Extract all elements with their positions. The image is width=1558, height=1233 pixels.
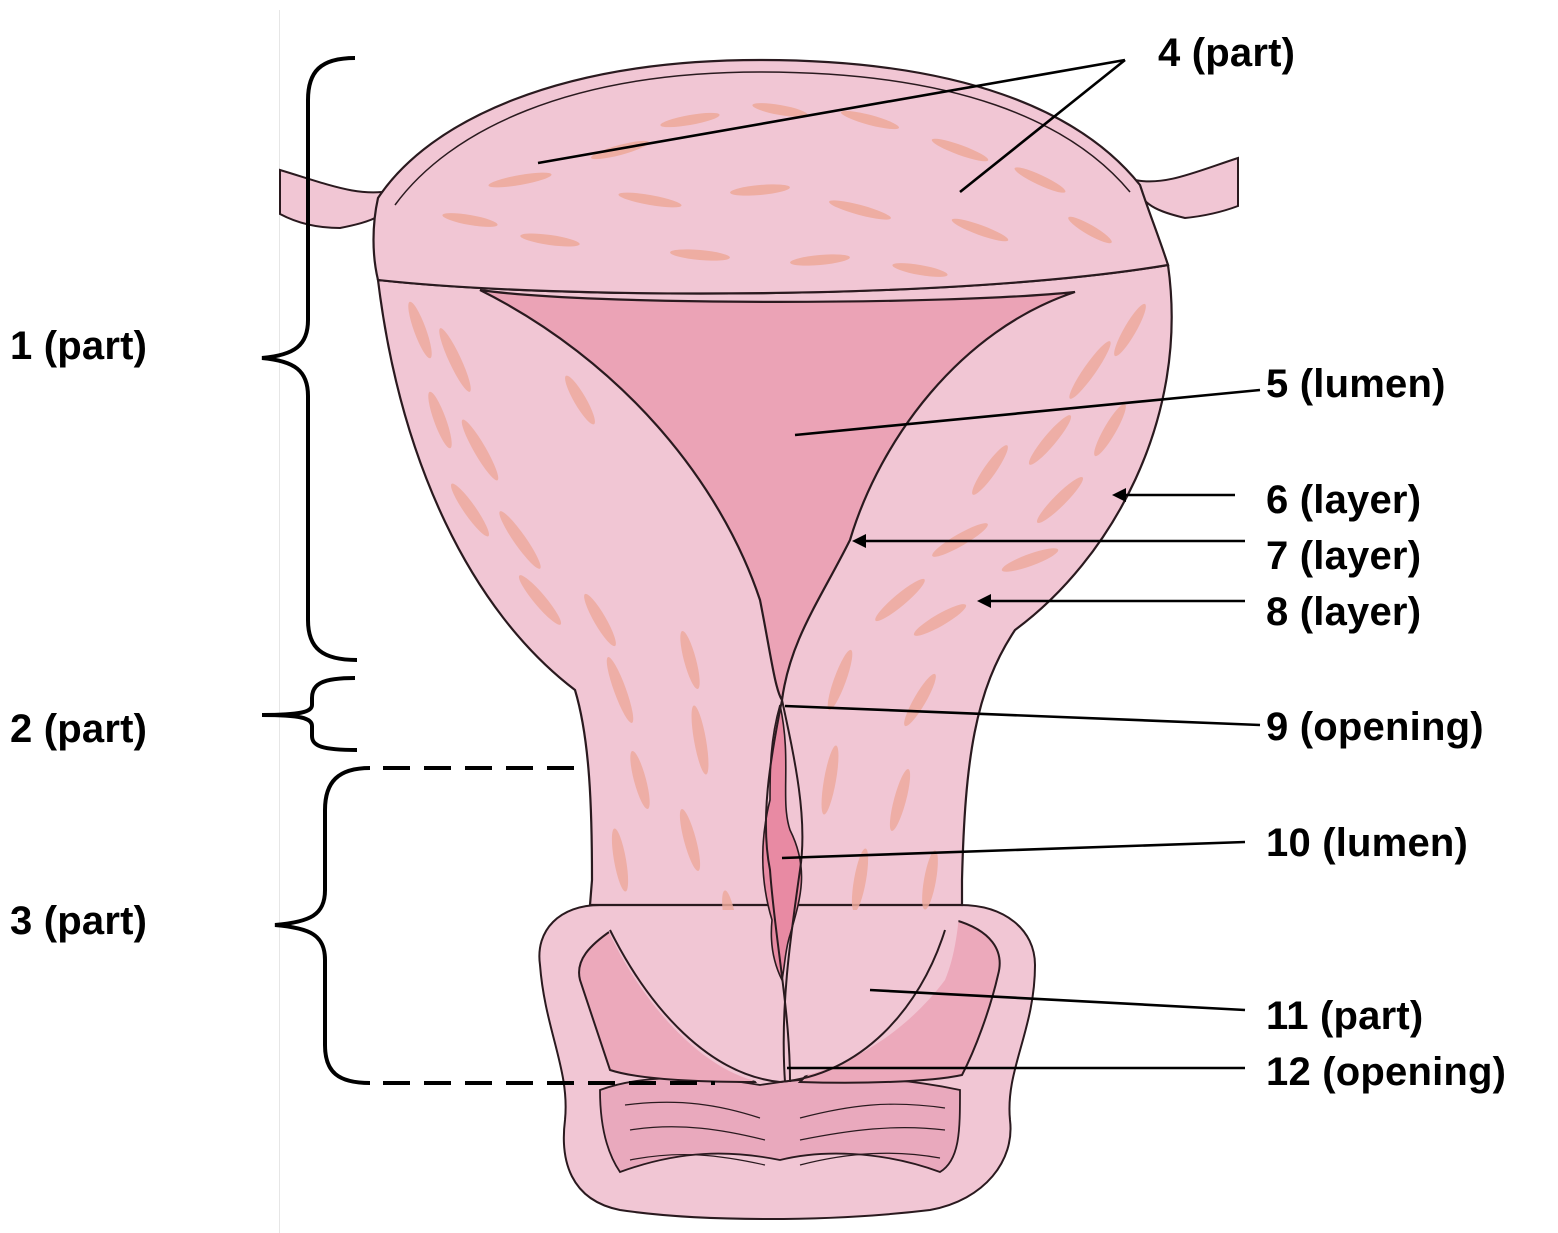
bracket-3 bbox=[275, 768, 370, 1083]
fundus bbox=[374, 60, 1169, 294]
label-7: 7 (layer) bbox=[1266, 536, 1421, 576]
label-5: 5 (lumen) bbox=[1266, 364, 1446, 404]
label-3: 3 (part) bbox=[10, 901, 147, 941]
label-6: 6 (layer) bbox=[1266, 480, 1421, 520]
label-4: 4 (part) bbox=[1158, 33, 1295, 73]
label-1: 1 (part) bbox=[10, 326, 147, 366]
label-11: 11 (part) bbox=[1266, 996, 1423, 1036]
right-tube bbox=[1135, 158, 1238, 218]
label-9: 9 (opening) bbox=[1266, 707, 1484, 747]
bracket-1 bbox=[262, 58, 357, 660]
label-2: 2 (part) bbox=[10, 709, 147, 749]
label-10: 10 (lumen) bbox=[1266, 823, 1468, 863]
vaginal-inner bbox=[600, 1078, 960, 1172]
bracket-2 bbox=[262, 678, 357, 750]
label-8: 8 (layer) bbox=[1266, 592, 1421, 632]
label-12: 12 (opening) bbox=[1266, 1052, 1506, 1092]
